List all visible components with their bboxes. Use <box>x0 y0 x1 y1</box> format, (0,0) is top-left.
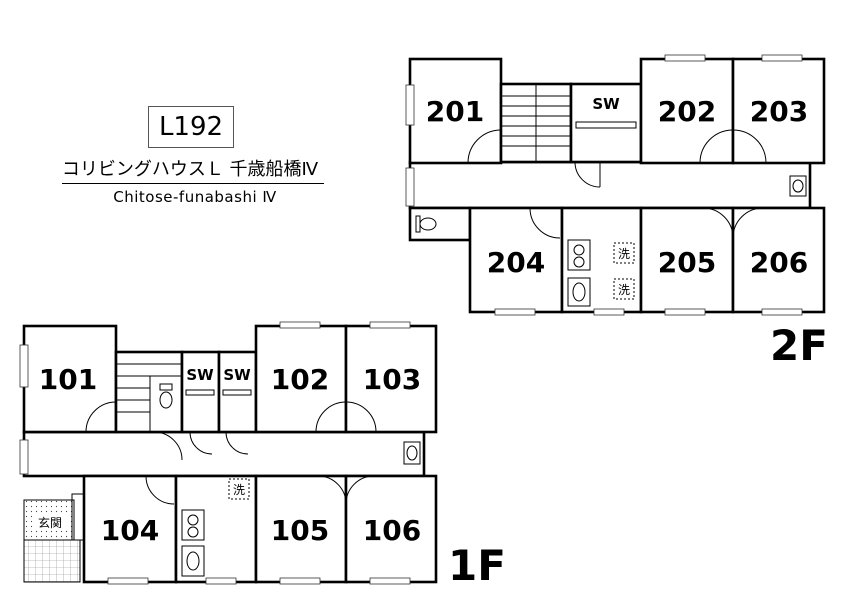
title-divider <box>62 183 324 184</box>
floor-1f: 101 SW SW 102 103 104 105 106 洗 玄関 1F <box>19 321 506 590</box>
room-206 <box>731 206 826 314</box>
toilet-2f <box>408 206 472 242</box>
sw-label-1f-b: SW <box>223 366 251 384</box>
entrance-mat <box>23 539 81 583</box>
corridor-1f <box>22 430 426 478</box>
room-label-106: 106 <box>363 514 421 547</box>
room-202 <box>639 57 735 165</box>
room-label-202: 202 <box>658 95 716 128</box>
sw-label-2f: SW <box>592 95 620 113</box>
room-label-205: 205 <box>658 246 716 279</box>
room-label-105: 105 <box>271 514 329 547</box>
room-label-203: 203 <box>750 95 808 128</box>
sw-closet-2f <box>569 82 643 164</box>
entrance-label: 玄関 <box>38 515 62 530</box>
property-name-en: Chitose-funabashi Ⅳ <box>113 188 277 206</box>
room-label-101: 101 <box>39 363 97 396</box>
property-code: L192 <box>148 106 234 148</box>
room-label-206: 206 <box>750 246 808 279</box>
corridor-2f <box>408 160 812 210</box>
sw-label-1f-a: SW <box>186 366 214 384</box>
sw-closet-1f-b <box>217 350 258 434</box>
wash-label-2f-b: 洗 <box>618 283 630 297</box>
floor-label-2f: 2F <box>770 321 828 370</box>
room-203 <box>731 57 826 165</box>
floor-label-1f: 1F <box>448 541 506 590</box>
wash-label-1f: 洗 <box>233 483 245 497</box>
wash-label-2f-a: 洗 <box>618 247 630 261</box>
room-label-104: 104 <box>101 514 159 547</box>
floor-2f: 201 SW 202 203 204 205 206 洗 洗 2F <box>405 54 828 370</box>
room-label-201: 201 <box>426 95 484 128</box>
room-label-102: 102 <box>271 363 329 396</box>
room-label-103: 103 <box>363 363 421 396</box>
room-204 <box>468 206 564 314</box>
property-name-jp: コリビングハウスＬ 千歳船橋Ⅳ <box>61 159 319 180</box>
room-label-204: 204 <box>487 246 545 279</box>
sw-closet-1f-a <box>180 350 221 434</box>
